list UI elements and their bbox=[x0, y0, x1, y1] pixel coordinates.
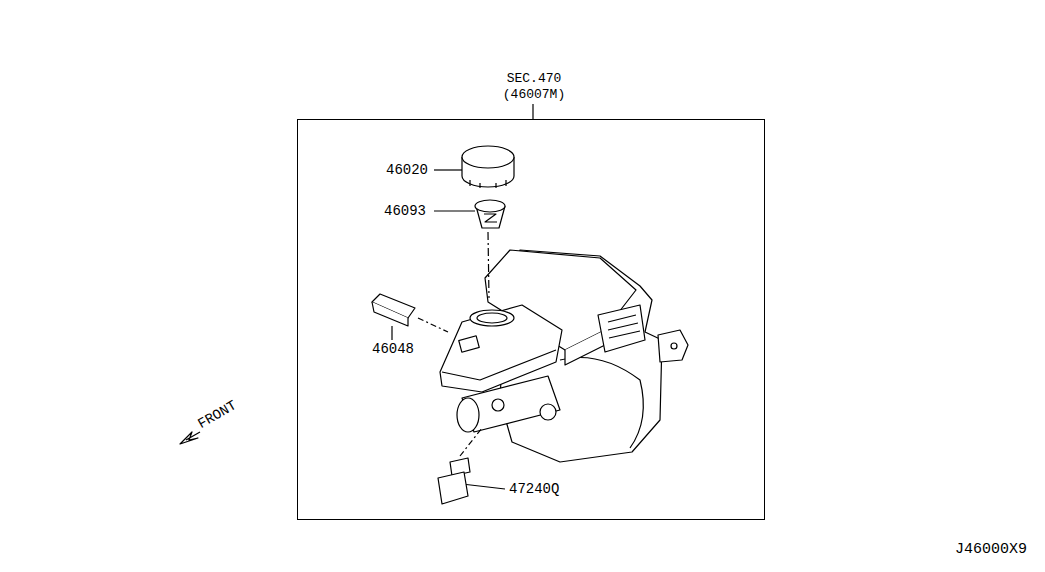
direction-label: FRONT bbox=[195, 397, 239, 432]
front-arrow bbox=[180, 432, 200, 444]
filler-opening bbox=[477, 313, 507, 323]
level-switch-pin-side bbox=[372, 302, 408, 326]
level-mark bbox=[459, 336, 479, 352]
callout-number: 47240Q bbox=[509, 481, 559, 497]
callout-number: 46093 bbox=[384, 203, 426, 219]
filler-neck bbox=[470, 310, 514, 326]
electric-connector bbox=[598, 305, 645, 352]
mounting-bracket bbox=[658, 330, 688, 362]
cylinder-end bbox=[457, 398, 479, 432]
bolt-hole bbox=[671, 343, 677, 349]
leader-line bbox=[532, 104, 533, 119]
booster-contour bbox=[560, 358, 643, 449]
section-reference: SEC.470 (46007M) bbox=[499, 71, 569, 103]
pressure-sensor-body bbox=[438, 472, 468, 504]
control-unit-side bbox=[565, 330, 605, 365]
assembly-line bbox=[460, 428, 482, 456]
leader-line bbox=[391, 326, 392, 340]
callout-number: 46048 bbox=[372, 341, 414, 357]
callout-number: 46020 bbox=[386, 162, 428, 178]
strainer-mesh bbox=[484, 214, 497, 222]
leader-line bbox=[434, 169, 463, 170]
section-frame: SEC.470 (46007M) bbox=[297, 119, 765, 520]
reservoir-cap-top bbox=[462, 146, 514, 168]
port-fitting bbox=[492, 399, 504, 411]
cap-ribs bbox=[470, 180, 506, 188]
leader-line bbox=[462, 484, 505, 489]
assembly-line bbox=[418, 318, 448, 332]
assembly-line bbox=[488, 232, 489, 298]
diagram-code: J46000X9 bbox=[955, 542, 1027, 558]
leader-line bbox=[434, 210, 475, 211]
connector-pins bbox=[608, 315, 640, 338]
strainer-rim bbox=[475, 200, 505, 212]
reservoir-seam bbox=[442, 350, 556, 380]
port-fitting bbox=[540, 404, 556, 420]
